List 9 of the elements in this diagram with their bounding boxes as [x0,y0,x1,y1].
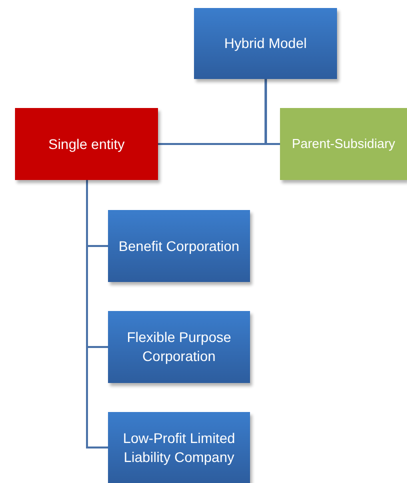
org-box: Low-Profit Limited Liability Company [108,412,250,483]
connector-line [86,180,108,448]
org-box: Single entity [15,108,158,180]
connector-line [265,79,280,145]
connector-line [158,79,266,145]
org-box: Benefit Corporation [108,210,250,282]
org-box: Flexible Purpose Corporation [108,311,250,383]
org-box: Hybrid Model [194,8,337,79]
org-box: Parent-Subsidiary [280,108,407,180]
